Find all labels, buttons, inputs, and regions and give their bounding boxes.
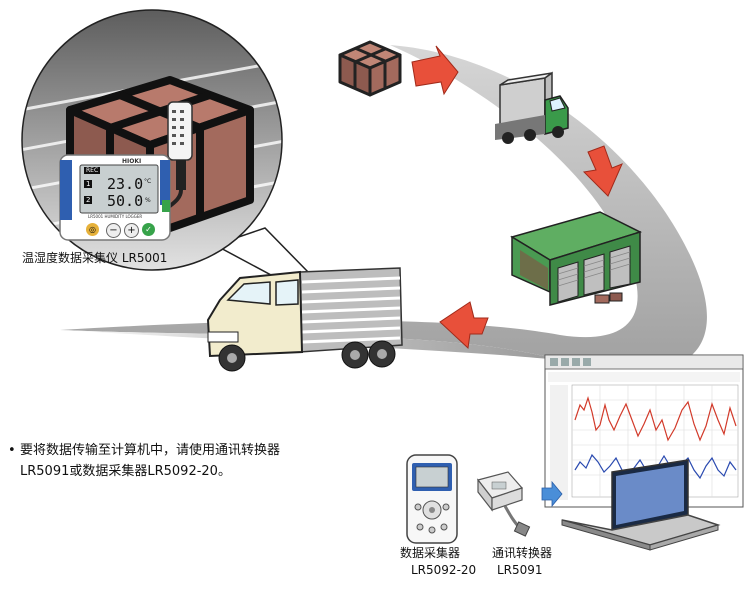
logger-temperature-value: 23.0 <box>107 175 144 193</box>
delivery-truck-green <box>495 71 569 144</box>
bullet-dot: • <box>8 443 16 458</box>
laptop <box>561 459 721 551</box>
logger-device <box>0 0 210 254</box>
delivery-truck-cream <box>206 267 403 372</box>
data-collector-model: LR5092-20 <box>411 563 477 577</box>
logger-channel-1: 1 <box>84 180 93 188</box>
communication-adapter-device <box>476 471 531 537</box>
warehouse <box>510 211 643 306</box>
logger-humidity-value: 50.0 <box>107 192 144 210</box>
cargo-box-icon <box>338 40 402 97</box>
logger-brand: HIOKI <box>122 158 142 165</box>
data-collector-device <box>406 454 458 544</box>
logger-plus-button[interactable]: + <box>124 223 139 238</box>
flow-arrow-1 <box>411 45 459 96</box>
logger-power-button[interactable]: ◎ <box>86 223 99 236</box>
transfer-arrow-icon <box>541 480 563 508</box>
data-collector-name: 数据采集器 <box>400 546 461 560</box>
logger-caption: 温湿度数据采集仪 LR5001 <box>22 251 168 265</box>
logger-model-strip: LR5001 HUMIDITY LOGGER <box>88 214 143 219</box>
logger-enter-button[interactable]: ✓ <box>142 223 155 236</box>
logger-channel-2: 2 <box>84 196 93 204</box>
adapter-model: LR5091 <box>497 563 543 577</box>
logger-humidity-unit: % <box>145 197 151 204</box>
logger-temperature-unit: °C <box>144 178 152 185</box>
logger-svg <box>59 101 193 241</box>
logger-rec-badge: REC <box>84 167 101 174</box>
transfer-note-line-1: 要将数据传输至计算机中，请使用通讯转换器 <box>20 443 281 458</box>
logger-minus-button[interactable]: − <box>106 223 121 238</box>
graph-temperature-line <box>574 395 737 442</box>
flow-arrow-3 <box>439 301 489 350</box>
transfer-note-line-2: LR5091或数据采集器LR5092-20。 <box>20 464 231 479</box>
adapter-name: 通讯转换器 <box>492 546 553 560</box>
flow-arrow-2 <box>582 145 623 197</box>
transfer-note: • 要将数据传输至计算机中，请使用通讯转换器 LR5091或数据采集器LR5092… <box>8 440 280 482</box>
